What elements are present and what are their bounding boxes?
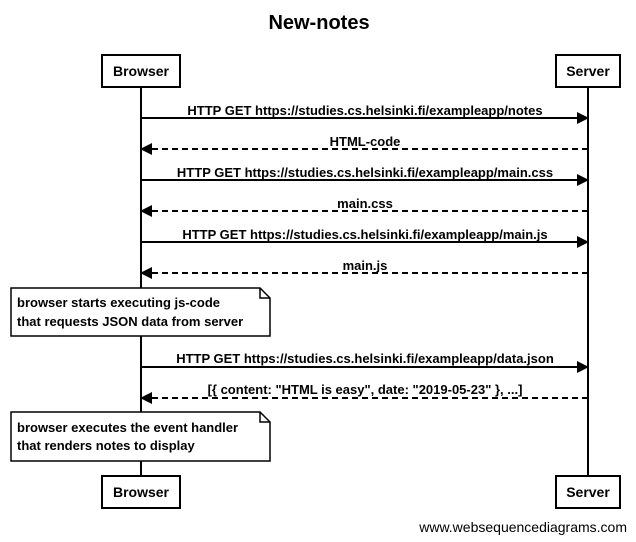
note-line: that renders notes to display (17, 438, 195, 453)
message-label: HTTP GET https://studies.cs.helsinki.fi/… (177, 165, 553, 180)
note-js-executing: browser starts executing js-code that re… (10, 287, 271, 337)
message-get-main-js: HTTP GET https://studies.cs.helsinki.fi/… (141, 227, 589, 248)
message-label: HTTP GET https://studies.cs.helsinki.fi/… (176, 351, 554, 366)
message-label: main.js (343, 258, 388, 273)
message-json-response: [{ content: "HTML is easy", date: "2019-… (140, 382, 588, 404)
message-get-main-css: HTTP GET https://studies.cs.helsinki.fi/… (141, 165, 589, 186)
message-html-code: HTML-code (140, 134, 588, 155)
message-main-css: main.css (140, 196, 588, 217)
message-label: HTML-code (330, 134, 401, 149)
participant-label: Server (566, 63, 610, 79)
participant-browser-top: Browser (101, 54, 181, 88)
message-main-js: main.js (140, 258, 588, 279)
participant-browser-bottom: Browser (101, 475, 181, 509)
participant-label: Server (566, 484, 610, 500)
message-label: main.css (337, 196, 393, 211)
diagram-title: New-notes (268, 12, 369, 34)
message-label: HTTP GET https://studies.cs.helsinki.fi/… (182, 227, 547, 242)
note-line: browser executes the event handler (17, 420, 238, 435)
message-label: HTTP GET https://studies.cs.helsinki.fi/… (187, 103, 542, 118)
message-get-notes: HTTP GET https://studies.cs.helsinki.fi/… (141, 103, 589, 124)
note-line: that requests JSON data from server (17, 314, 243, 329)
participant-server-top: Server (555, 54, 621, 88)
participant-server-bottom: Server (555, 475, 621, 509)
note-event-handler: browser executes the event handler that … (10, 411, 271, 462)
footer-credit: www.websequencediagrams.com (418, 519, 627, 535)
note-line: browser starts executing js-code (17, 295, 220, 310)
participant-label: Browser (113, 63, 170, 79)
message-get-data-json: HTTP GET https://studies.cs.helsinki.fi/… (141, 351, 589, 373)
message-label: [{ content: "HTML is easy", date: "2019-… (208, 382, 523, 397)
participant-label: Browser (113, 484, 170, 500)
